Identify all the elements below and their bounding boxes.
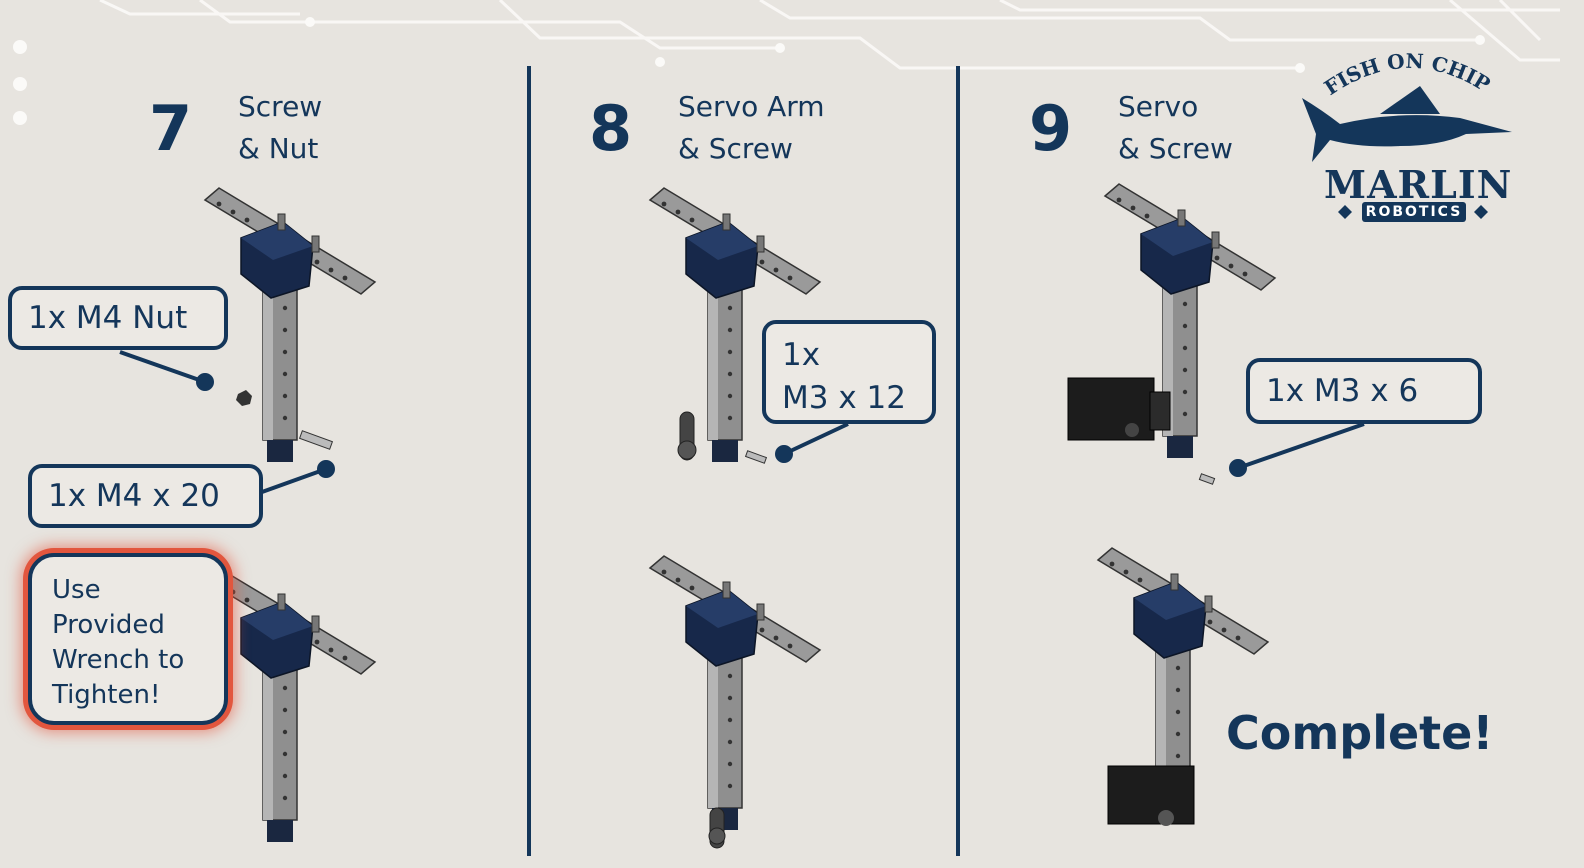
- callout-m3-x-12-line1: 1x: [782, 337, 821, 373]
- servo-arm-final-icon: [708, 807, 726, 849]
- logo-diamond-icons: [1338, 205, 1488, 219]
- callout-m3-x-6: 1x M3 x 6: [1246, 358, 1482, 424]
- step-title-8: Servo Arm & Screw: [678, 86, 825, 170]
- callout-m3-x-12: 1x M3 x 12: [762, 320, 936, 424]
- logo-subtitle: ROBOTICS: [1362, 202, 1466, 222]
- logo-name: MARLIN: [1324, 162, 1513, 207]
- step7-assembly-exploded: [204, 187, 376, 463]
- warning-use-wrench: Use Provided Wrench to Tighten!: [28, 553, 228, 725]
- step-number-7: 7: [149, 92, 193, 165]
- step-number-9: 9: [1029, 92, 1073, 165]
- step-title-9-line1: Servo: [1118, 90, 1199, 123]
- step-title-7-line1: Screw: [238, 90, 323, 123]
- warning-line-4: Tighten!: [52, 680, 161, 710]
- servo-arm-icon: [677, 411, 697, 461]
- warning-line-1: Use: [52, 575, 101, 605]
- callout-m4-x-20: 1x M4 x 20: [28, 464, 263, 528]
- servo-motor-final-icon: [1107, 765, 1195, 826]
- complete-label: Complete!: [1226, 706, 1494, 760]
- m3x6-screw-icon: [1198, 473, 1216, 485]
- callout-m4-nut: 1x M4 Nut: [8, 286, 228, 350]
- step-title-9-line2: & Screw: [1118, 132, 1233, 165]
- step-title-8-line1: Servo Arm: [678, 90, 825, 123]
- step-title-7-line2: & Nut: [238, 132, 319, 165]
- m4-nut-icon: [236, 390, 252, 406]
- m3x12-screw-icon: [744, 450, 768, 464]
- step-title-7: Screw & Nut: [238, 86, 322, 170]
- marlin-fish-icon: [1302, 86, 1512, 162]
- step-title-8-line2: & Screw: [678, 132, 793, 165]
- warning-line-3: Wrench to: [52, 645, 185, 675]
- servo-motor-icon: [1067, 377, 1171, 441]
- step8-assembly-final: [649, 555, 821, 831]
- step-number-8: 8: [589, 92, 633, 165]
- m4-screw-icon: [298, 430, 334, 450]
- step-title-9: Servo & Screw: [1118, 86, 1233, 170]
- warning-line-2: Provided: [52, 610, 165, 640]
- column-divider-1: [527, 66, 531, 856]
- column-divider-2: [956, 66, 960, 856]
- callout-m3-x-12-line2: M3 x 12: [782, 380, 906, 416]
- step7-assembly-final: [204, 567, 376, 843]
